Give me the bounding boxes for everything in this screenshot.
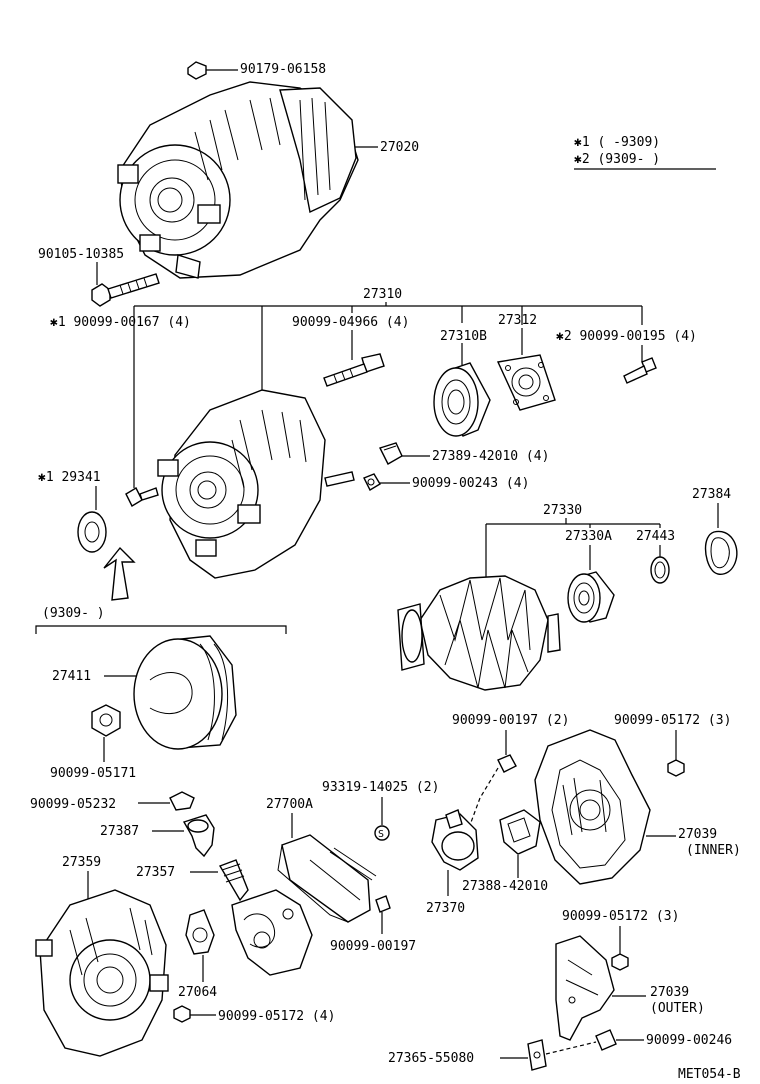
label-27310: 27310 (363, 287, 402, 302)
screw-90099-00197-2-icon (497, 754, 517, 773)
nut-90099-00243-icon (363, 473, 381, 491)
cover-27039-outer-illustration (555, 935, 615, 1041)
label-27388-42010: 27388-42010 (462, 879, 548, 894)
label-29341: ✱1 29341 (38, 470, 101, 485)
label-27384: 27384 (692, 487, 731, 502)
label-inner: (INNER) (686, 843, 741, 858)
label-27312: 27312 (498, 313, 537, 328)
diagram-code: MET054-B (678, 1067, 741, 1082)
label-90099-05171: 90099-05171 (50, 766, 136, 781)
label-90099-00167: ✱1 90099-00167 (4) (50, 315, 191, 330)
label-90099-00197: 90099-00197 (330, 939, 416, 954)
label-90099-05232: 90099-05232 (30, 797, 116, 812)
seal-29341-icon (77, 511, 107, 553)
label-90099-00197-2: 90099-00197 (2) (452, 713, 569, 728)
screw-90099-00195-icon (623, 345, 657, 384)
alternator-assembly-illustration (117, 81, 359, 279)
clip-90099-05232-icon (169, 791, 195, 811)
label-90099-00195: ✱2 90099-00195 (4) (556, 329, 697, 344)
label-90105-10385: 90105-10385 (38, 247, 124, 262)
screw-90099-00167-icon (125, 487, 159, 507)
label-27039-inner: 27039 (678, 827, 717, 842)
rubber-27389-42010-icon (379, 442, 403, 465)
label-27310B: 27310B (440, 329, 487, 344)
screw-93319-14025-icon (374, 825, 390, 841)
bolt-90105-10385-icon (91, 273, 160, 307)
label-90099-05172-4: 90099-05172 (4) (218, 1009, 335, 1024)
label-90099-05172-3a: 90099-05172 (3) (614, 713, 731, 728)
label-90099-00243: 90099-00243 (4) (412, 476, 529, 491)
nut-90099-05171-icon (91, 704, 121, 737)
label-90099-05172-3b: 90099-05172 (3) (562, 909, 679, 924)
pulley-27411-icon (133, 635, 237, 750)
label-27700A: 27700A (266, 797, 313, 812)
label-27359: 27359 (62, 855, 101, 870)
legend-line-1: ✱1 ( -9309) (574, 135, 660, 150)
label-outer: (OUTER) (650, 1001, 705, 1016)
label-90179-06158: 90179-06158 (240, 62, 326, 77)
drive-end-frame-illustration (157, 389, 355, 579)
terminal-27387-icon (182, 814, 215, 858)
label-90099-04966: 90099-04966 (4) (292, 315, 409, 330)
label-90099-00246: 90099-00246 (646, 1033, 732, 1048)
nut-90099-05172-3a-icon (667, 759, 685, 777)
label-27039-outer: 27039 (650, 985, 689, 1000)
plate-27312-icon (496, 328, 556, 411)
label-27330A: 27330A (565, 529, 612, 544)
rotor-27330-illustration (397, 575, 561, 691)
stud-bolt-90099-04966-icon (323, 330, 385, 387)
regulator-27700a-illustration (277, 834, 377, 923)
nut-90099-05172-3b-icon (611, 953, 629, 971)
rectifier-27357-illustration (218, 859, 313, 976)
ring-27443-icon (650, 556, 670, 584)
screw-90099-00246-icon (595, 1029, 617, 1051)
label-27330: 27330 (543, 503, 582, 518)
nut-90099-05172-4-icon (173, 1005, 191, 1023)
label-27370: 27370 (426, 901, 465, 916)
label-27387: 27387 (100, 824, 139, 839)
nut-90179-06158-icon (187, 61, 207, 80)
label-27389-42010: 27389-42010 (4) (432, 449, 549, 464)
legend-line-2: ✱2 (9309- ) (574, 152, 660, 167)
label-27443: 27443 (636, 529, 675, 544)
label-27357: 27357 (136, 865, 175, 880)
arrow-icon (103, 546, 136, 601)
label-27064: 27064 (178, 985, 217, 1000)
s-mark: S (378, 829, 384, 840)
cover-27039-inner-illustration (534, 729, 651, 885)
label-27411: 27411 (52, 669, 91, 684)
label-27020: 27020 (380, 140, 419, 155)
ring-27384-icon (704, 530, 738, 576)
label-93319-14025: 93319-14025 (2) (322, 780, 439, 795)
label-9309-bracket: (9309- ) (42, 606, 105, 621)
bushing-27365-55080-icon (527, 1039, 547, 1071)
screw-90099-00197-icon (375, 895, 391, 913)
brush-holder-27370-icon (431, 809, 479, 871)
bearing-27330a-icon (567, 571, 615, 623)
rear-frame-27359-illustration (35, 889, 169, 1057)
legend: ✱1 ( -9309) ✱2 (9309- ) (574, 135, 716, 170)
insulator-27064-icon (185, 909, 215, 955)
bearing-27310b-icon (433, 343, 491, 437)
insulator-27388-42010-icon (499, 809, 541, 855)
label-27365-55080: 27365-55080 (388, 1051, 474, 1066)
